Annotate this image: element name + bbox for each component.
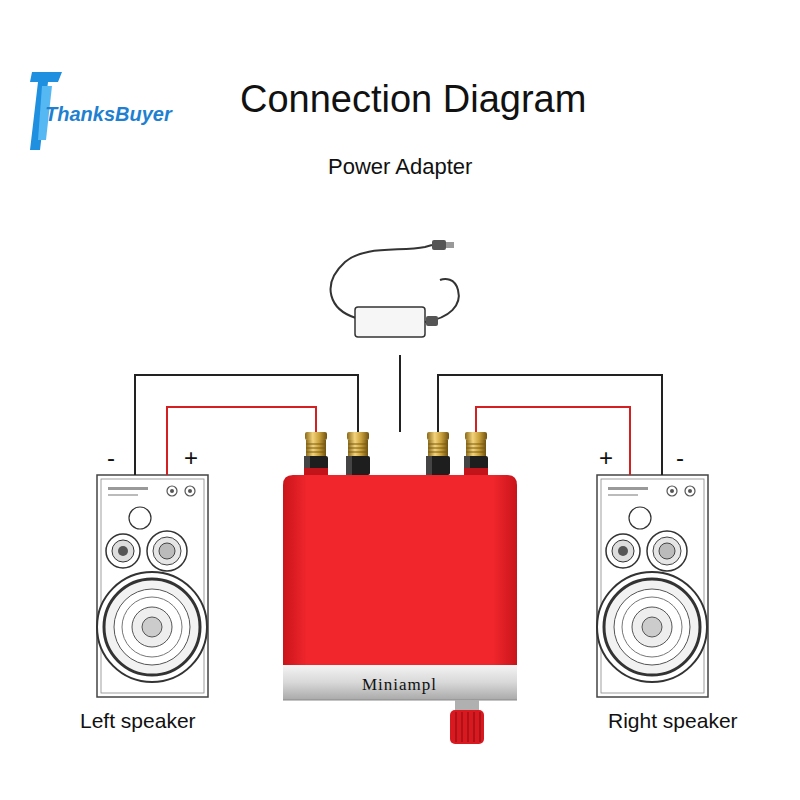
brand-logo: ThanksBuyer bbox=[45, 103, 172, 126]
right-speaker-drawing bbox=[597, 475, 708, 697]
node-text: Power Adapter bbox=[328, 154, 472, 180]
speaker-node: Right speaker bbox=[595, 475, 751, 737]
power-adapter-node: Power Adapter bbox=[300, 150, 500, 355]
speaker-wire bbox=[167, 407, 316, 475]
polarity-sign: - bbox=[107, 444, 115, 472]
polarity-sign: + bbox=[599, 444, 613, 472]
node-text: Left speaker bbox=[80, 709, 196, 733]
polarity-sign: - bbox=[676, 444, 684, 472]
power-adapter bbox=[331, 240, 459, 337]
speaker-wire bbox=[438, 375, 662, 475]
speaker-wire bbox=[135, 375, 358, 475]
amplifier-node: Miniampl bbox=[280, 432, 520, 750]
polarity-sign: + bbox=[184, 444, 198, 472]
speaker-node: Left speaker bbox=[60, 475, 218, 737]
amplifier-drawing bbox=[283, 432, 517, 744]
diagram-title: Connection Diagram bbox=[240, 78, 586, 121]
speaker-wire bbox=[399, 355, 401, 432]
speaker-wire bbox=[476, 407, 630, 475]
left-speaker-drawing bbox=[97, 475, 208, 697]
node-text: Right speaker bbox=[608, 709, 738, 733]
node-text: Miniampl bbox=[362, 675, 437, 695]
